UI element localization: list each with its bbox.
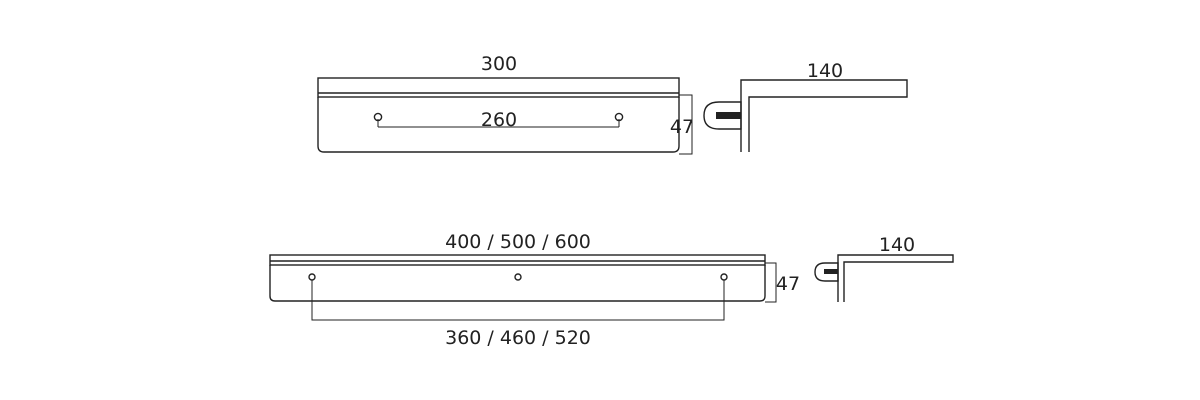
short-shelf-side-profile: [740, 79, 908, 152]
short-shelf-screw: [716, 112, 741, 119]
long-shelf-height-dimension: [765, 262, 777, 303]
short-shelf-hole-left: [373, 112, 383, 122]
short-shelf-hole-right: [614, 112, 624, 122]
long-shelf-body: [269, 265, 766, 302]
short-shelf-depth-label: 140: [807, 60, 843, 82]
short-shelf-height-dimension: [679, 94, 693, 155]
long-shelf-hole-spacing-label: 360 / 460 / 520: [445, 327, 591, 349]
long-shelf-hole-left: [308, 273, 316, 281]
short-shelf-top-lip: [317, 77, 680, 98]
long-shelf-top-lip: [269, 254, 766, 266]
long-shelf-screw: [824, 269, 838, 274]
short-shelf-front-view: [317, 77, 693, 155]
short-shelf-length-label: 300: [481, 53, 517, 75]
short-shelf-wall-plug: [703, 101, 742, 130]
long-shelf-wall-plug: [814, 262, 839, 282]
long-shelf-hole-right: [720, 273, 728, 281]
long-shelf-hole-center: [514, 273, 522, 281]
long-shelf-length-label: 400 / 500 / 600: [445, 231, 591, 253]
long-shelf-depth-label: 140: [879, 234, 915, 256]
short-shelf-height-label: 47: [670, 116, 694, 138]
short-shelf-side-view: [703, 79, 908, 152]
long-shelf-height-label: 47: [776, 273, 800, 295]
short-shelf-body: [317, 97, 680, 153]
long-shelf-hole-spacing-line: [311, 280, 725, 321]
long-shelf-side-view: [814, 254, 954, 302]
short-shelf-hole-spacing-label: 260: [481, 109, 517, 131]
long-shelf-front-view: [269, 254, 777, 321]
long-shelf-side-profile: [837, 254, 954, 302]
